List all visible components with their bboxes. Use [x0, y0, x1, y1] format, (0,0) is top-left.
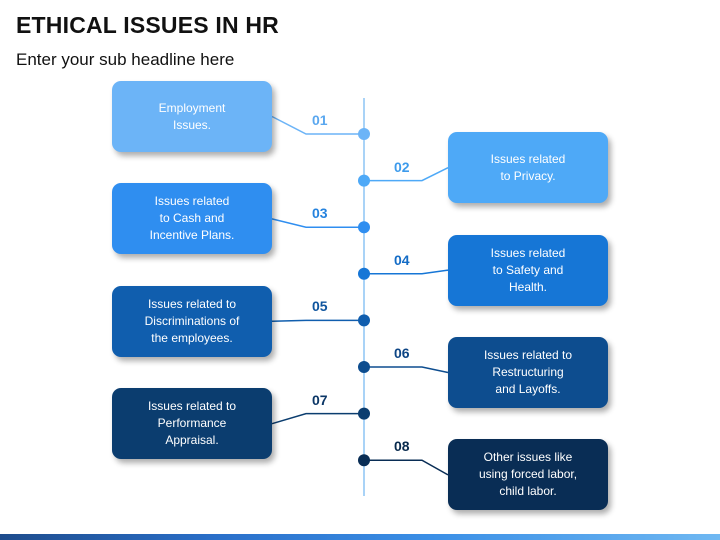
issue-box-05: Issues related to Discriminations of the… [112, 285, 272, 357]
issue-text: Issues related to Discriminations of the… [144, 296, 240, 345]
connector-line-01 [271, 115, 364, 135]
issue-text: Issues related to Privacy. [490, 151, 566, 183]
connector-line-03 [271, 218, 364, 228]
issue-text: Issues related to Cash and Incentive Pla… [149, 194, 235, 243]
timeline-dot-03 [358, 221, 370, 234]
issue-number-01: 01 [312, 112, 328, 128]
issue-text: Issues related to Safety and Health. [490, 245, 566, 294]
timeline-dot-06 [358, 361, 370, 373]
connector-line-05 [271, 319, 364, 323]
issue-box-01: Employment Issues. [112, 81, 272, 152]
issue-number-05: 05 [312, 298, 328, 315]
issue-box-07: Issues related to Performance Appraisal. [112, 388, 272, 460]
connector-line-06 [364, 366, 449, 374]
connector-line-07 [271, 412, 364, 425]
issue-number-06: 06 [394, 345, 410, 361]
timeline-dot-05 [358, 314, 370, 327]
issue-box-04: Issues related to Safety and Health. [448, 234, 608, 306]
issue-text: Issues related to Performance Appraisal. [147, 399, 237, 448]
issue-text: Issues related to Restructuring and Layo… [483, 348, 573, 396]
timeline-dot-02 [358, 174, 370, 187]
issue-box-06: Issues related to Restructuring and Layo… [448, 337, 608, 408]
issue-number-04: 04 [394, 251, 410, 268]
page-subtitle: Enter your sub headline here [16, 50, 235, 69]
issue-box-03: Issues related to Cash and Incentive Pla… [112, 183, 272, 255]
issue-text: Employment Issues. [158, 100, 226, 132]
issue-number-07: 07 [312, 391, 328, 408]
issue-box-02: Issues related to Privacy. [448, 132, 608, 204]
timeline-dot-07 [358, 407, 370, 420]
issue-number-03: 03 [312, 205, 328, 222]
connector-line-04 [364, 269, 449, 275]
bottom-accent-bar [0, 534, 720, 540]
connector-line-08 [364, 459, 449, 476]
issue-number-02: 02 [394, 158, 410, 175]
timeline-dot-04 [358, 267, 370, 280]
issue-number-08: 08 [394, 438, 410, 455]
issue-box-08: Other issues like using forced labor, ch… [448, 439, 608, 511]
timeline-dot-08 [358, 454, 370, 467]
connector-line-02 [364, 167, 449, 182]
timeline-dot-01 [358, 128, 370, 140]
page-title: ETHICAL ISSUES IN HR [16, 12, 279, 38]
issue-text: Other issues like using forced labor, ch… [478, 450, 578, 499]
